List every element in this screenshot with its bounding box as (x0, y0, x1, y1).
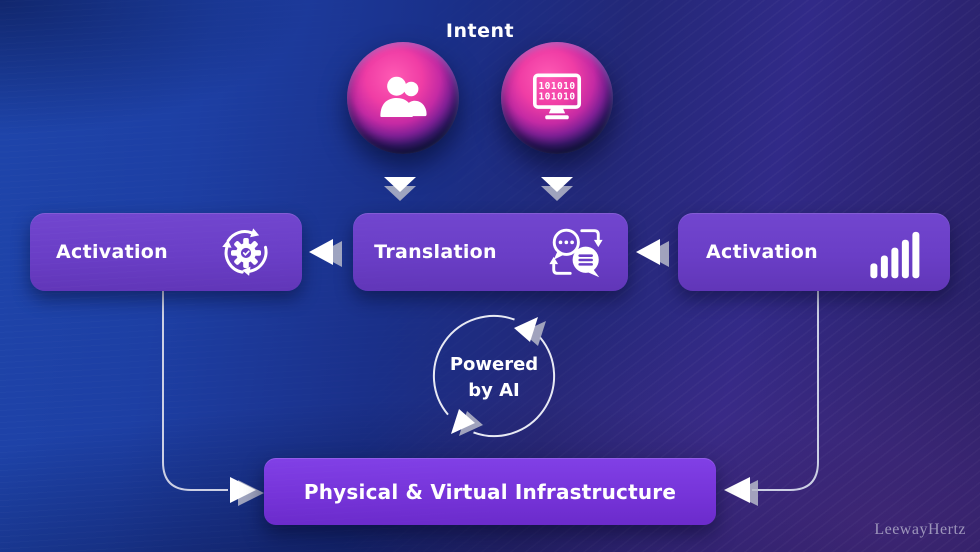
chevron-left-icon (309, 239, 342, 267)
chevron-right-icon (230, 477, 264, 506)
powered-by-ai-label: Powered by AI (434, 352, 554, 404)
cycle-arrows-icon (432, 314, 556, 438)
binary-text-line2: 101010 (538, 91, 575, 102)
powered-by-ai-line1: Powered (449, 354, 539, 375)
chevron-left-icon (636, 239, 669, 267)
binary-text-line1: 101010 (538, 81, 575, 92)
node-infrastructure: Physical & Virtual Infrastructure (264, 458, 716, 525)
node-activation-left: Activation (30, 213, 302, 291)
connector-right-line (752, 291, 819, 491)
node-activation-right-label: Activation (706, 241, 818, 263)
chevron-down-icon (384, 177, 416, 201)
node-activation-left-label: Activation (56, 241, 168, 263)
gear-cycle-icon (222, 228, 268, 276)
node-activation-right: Activation (678, 213, 950, 291)
node-infrastructure-label: Physical & Virtual Infrastructure (303, 479, 677, 504)
chevron-left-icon (724, 477, 758, 506)
signal-bars-icon (870, 231, 920, 279)
machine-intent-circle: 101010 101010 (501, 42, 613, 154)
users-icon (380, 76, 427, 118)
intent-label: Intent (445, 20, 515, 42)
chevron-down-icon (541, 177, 573, 201)
powered-by-ai-line2: by AI (468, 380, 520, 401)
human-intent-circle (347, 42, 459, 154)
connector-left-line (162, 291, 228, 491)
chat-translate-icon (549, 228, 603, 278)
binary-monitor-icon: 101010 101010 (532, 73, 582, 120)
node-translation: Translation (353, 213, 628, 291)
brand-watermark: LeewayHertz (874, 521, 966, 538)
node-translation-label: Translation (374, 241, 497, 263)
